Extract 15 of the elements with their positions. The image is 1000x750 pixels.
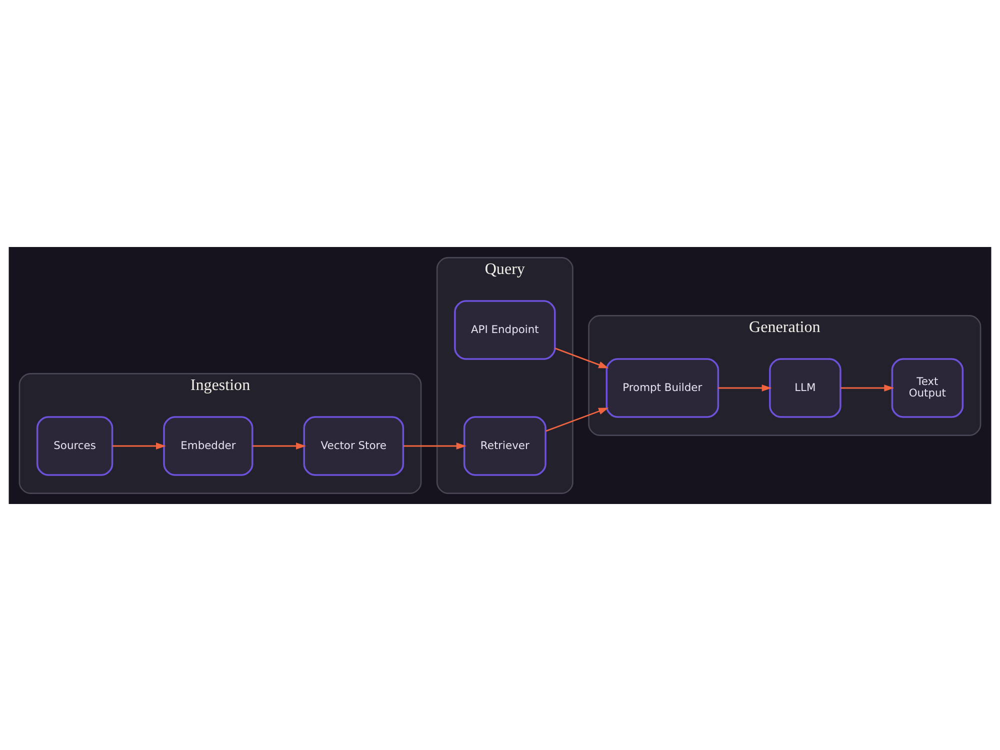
arrow (554, 347, 609, 368)
arrow (252, 442, 306, 449)
node-box: Prompt Builder (606, 358, 720, 418)
arrow (718, 384, 772, 391)
node-box: Text Output (891, 358, 964, 418)
arrow (546, 407, 609, 432)
node-box: Vector Store (303, 416, 404, 476)
node-box: API Endpoint (454, 300, 556, 360)
node-box: LLM (769, 358, 842, 418)
node-box: Sources (36, 416, 114, 476)
arrow (840, 384, 894, 391)
arrow (404, 442, 466, 449)
node-box: Embedder (163, 416, 254, 476)
node-box: Retriever (463, 416, 546, 476)
arrow (112, 442, 166, 449)
